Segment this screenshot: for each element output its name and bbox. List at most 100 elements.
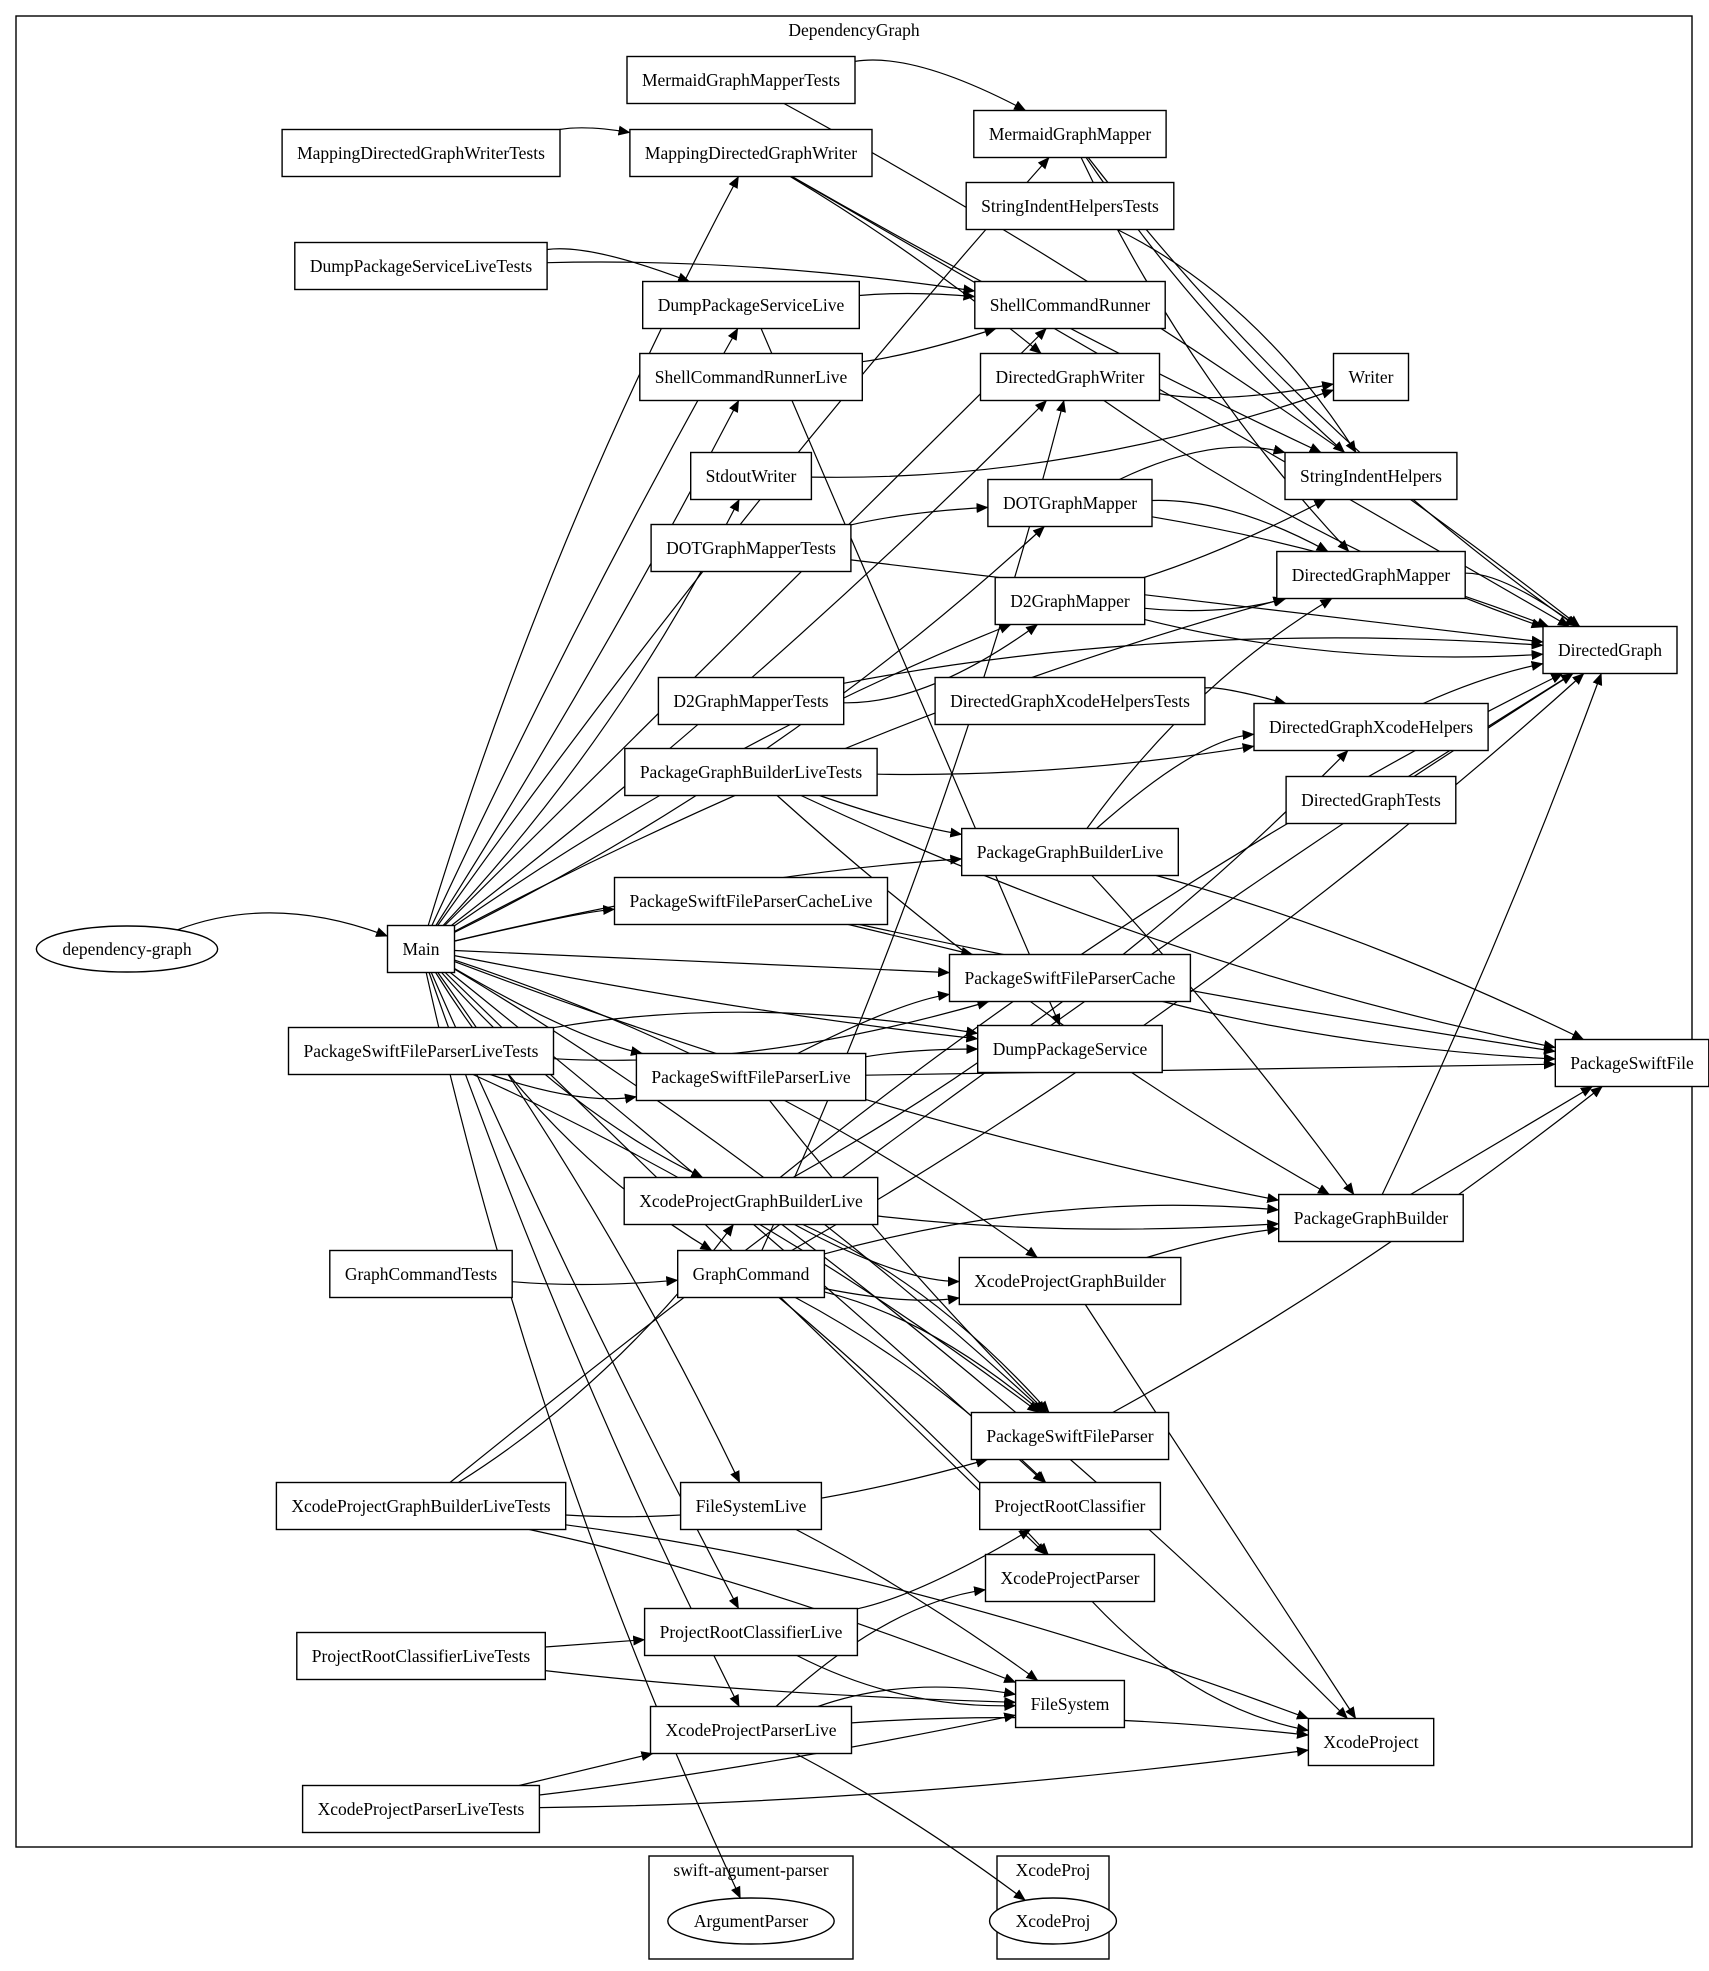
node-label: MappingDirectedGraphWriterTests	[297, 143, 545, 163]
node-box	[642, 280, 861, 330]
node-label: StringIndentHelpersTests	[981, 196, 1159, 216]
edge-package_swift_file_parser_live_tests-to-package_swift_file_parser	[472, 1073, 1040, 1413]
node-label: ProjectRootClassifierLiveTests	[312, 1646, 531, 1666]
node-label: PackageSwiftFileParserCache	[965, 968, 1176, 988]
node-directed_graph_xcode_helpers: DirectedGraphXcodeHelpers	[1253, 702, 1489, 752]
edge-d2_graph_mapper-to-directed_graph_mapper	[1144, 596, 1287, 612]
node-label: StringIndentHelpers	[1300, 466, 1442, 486]
edge-xcode_project_parser-to-xcode_project	[1091, 1601, 1309, 1734]
node-main: Main	[386, 924, 456, 974]
edge-main-to-package_swift_file_parser_cache	[454, 949, 951, 978]
node-package_graph_builder_live_tests: PackageGraphBuilderLiveTests	[624, 747, 878, 797]
node-label: dependency-graph	[62, 939, 191, 959]
node-package_swift_file: PackageSwiftFile	[1554, 1038, 1709, 1088]
node-box	[649, 1705, 853, 1755]
node-d2_graph_mapper: D2GraphMapper	[994, 576, 1146, 626]
node-ellipse	[988, 1897, 1118, 1945]
node-box	[994, 576, 1146, 626]
node-label: PackageSwiftFile	[1570, 1053, 1694, 1073]
node-label: DirectedGraphXcodeHelpersTests	[950, 691, 1190, 711]
edge-mapping_directed_graph_writer_tests-to-mapping_directed_graph_writer	[559, 125, 631, 136]
node-label: PackageSwiftFileParserLiveTests	[304, 1041, 539, 1061]
edge-package_graph_builder_live-to-package_graph_builder	[1091, 875, 1355, 1195]
edge-package_graph_builder_live_tests-to-package_swift_file	[800, 794, 1556, 1051]
edge-package_swift_file_parser_live_tests-to-package_swift_file_parser_cache	[553, 999, 990, 1061]
node-d2_graph_mapper_tests: D2GraphMapperTests	[657, 676, 845, 726]
node-box	[965, 181, 1175, 231]
edge-xcode_project_graph_builder_live_tests-to-file_system	[529, 1528, 1017, 1683]
node-label: XcodeProj	[1016, 1911, 1091, 1931]
node-box	[629, 128, 873, 178]
node-dot_graph_mapper: DOTGraphMapper	[987, 478, 1153, 528]
edge-graph_command-to-directed_graph_writer	[761, 399, 1066, 1251]
edge-dot_graph_mapper_tests-to-dot_graph_mapper	[850, 502, 989, 526]
node-package_swift_file_parser_cache_live: PackageSwiftFileParserCacheLive	[613, 876, 889, 926]
edge-mermaid_graph_mapper_tests-to-mermaid_graph_mapper	[854, 59, 1027, 112]
edge-string_indent_helpers_tests-to-string_indent_helpers	[1117, 228, 1357, 454]
node-box	[635, 1052, 867, 1102]
node-box	[296, 1631, 546, 1681]
node-graph_command_tests: GraphCommandTests	[329, 1249, 513, 1299]
edge-project_root_classifier_live_tests-to-project_root_classifier_live	[545, 1635, 646, 1648]
node-label: DirectedGraph	[1558, 640, 1662, 660]
node-box	[329, 1249, 513, 1299]
node-directed_graph_tests: DirectedGraphTests	[1285, 775, 1457, 825]
node-label: Main	[403, 939, 440, 959]
node-label: PackageSwiftFileParserLive	[651, 1067, 850, 1087]
node-label: PackageGraphBuilder	[1294, 1208, 1449, 1228]
node-label: XcodeProjectParserLiveTests	[318, 1799, 525, 1819]
node-box	[623, 1176, 879, 1226]
node-box	[948, 953, 1192, 1003]
node-dependency_graph: dependency-graph	[35, 925, 219, 973]
edge-graph_command_tests-to-graph_command	[512, 1276, 679, 1287]
node-label: XcodeProjectGraphBuilderLive	[639, 1191, 863, 1211]
edge-mermaid_graph_mapper_tests-to-directed_graph	[783, 102, 1581, 627]
node-box	[643, 1607, 859, 1657]
node-box	[934, 676, 1206, 726]
node-box	[650, 523, 852, 573]
node-directed_graph: DirectedGraph	[1542, 625, 1678, 675]
node-box	[657, 676, 845, 726]
node-label: ShellCommandRunner	[990, 295, 1151, 315]
edge-directed_graph_writer-to-directed_graph	[1103, 400, 1544, 629]
edge-main-to-package_swift_file_parser_live	[454, 967, 643, 1057]
edge-dump_package_service_live_tests-to-dump_package_service_live	[547, 248, 691, 283]
node-box	[275, 1481, 567, 1531]
edge-graph_command-to-package_graph_builder	[824, 1203, 1280, 1255]
edge-package_swift_file_parser_live-to-package_swift_file_parser_cache	[797, 990, 951, 1055]
node-box	[984, 1553, 1156, 1603]
node-xcode_project_parser_live: XcodeProjectParserLive	[649, 1705, 853, 1755]
edge-dot_graph_mapper_tests-to-directed_graph	[850, 559, 1544, 646]
node-package_swift_file_parser_cache: PackageSwiftFileParserCache	[948, 953, 1192, 1003]
node-label: ArgumentParser	[694, 1911, 809, 1931]
node-mermaid_graph_mapper: MermaidGraphMapper	[973, 109, 1167, 159]
node-box	[1285, 775, 1457, 825]
node-label: PackageGraphBuilderLiveTests	[640, 762, 863, 782]
edge-main-to-package_swift_file_parser	[454, 968, 1046, 1413]
node-mapping_directed_graph_writer_tests: MappingDirectedGraphWriterTests	[281, 128, 561, 178]
node-label: DumpPackageServiceLiveTests	[310, 256, 533, 276]
edge-package_graph_builder-to-package_swift_file	[1410, 1085, 1593, 1196]
node-box	[1277, 1193, 1464, 1243]
node-ellipse	[35, 925, 219, 973]
edge-package_swift_file_parser_cache_live-to-package_swift_file	[859, 923, 1556, 1055]
node-package_swift_file_parser: PackageSwiftFileParser	[970, 1411, 1170, 1461]
node-writer: Writer	[1332, 352, 1410, 402]
edge-xcode_project_graph_builder_live_tests-to-xcode_project	[565, 1524, 1309, 1720]
edge-main-to-xcode_project_graph_builder_live	[441, 972, 704, 1179]
edge-d2_graph_mapper-to-directed_graph	[1144, 619, 1544, 660]
node-file_system: FileSystem	[1014, 1679, 1126, 1729]
edge-file_system_live-to-file_system	[795, 1528, 1039, 1681]
node-stdout_writer: StdoutWriter	[690, 451, 813, 501]
node-file_system_live: FileSystemLive	[679, 1481, 823, 1531]
node-box	[1332, 352, 1410, 402]
edge-main-to-package_swift_file_parser_cache_live	[454, 904, 616, 942]
node-label: ProjectRootClassifier	[995, 1496, 1146, 1516]
node-label: FileSystemLive	[696, 1496, 807, 1516]
node-label: XcodeProject	[1323, 1732, 1418, 1752]
node-string_indent_helpers_tests: StringIndentHelpersTests	[965, 181, 1175, 231]
edge-dependency_graph-to-main	[176, 912, 389, 937]
cluster-label: XcodeProj	[1016, 1860, 1091, 1880]
